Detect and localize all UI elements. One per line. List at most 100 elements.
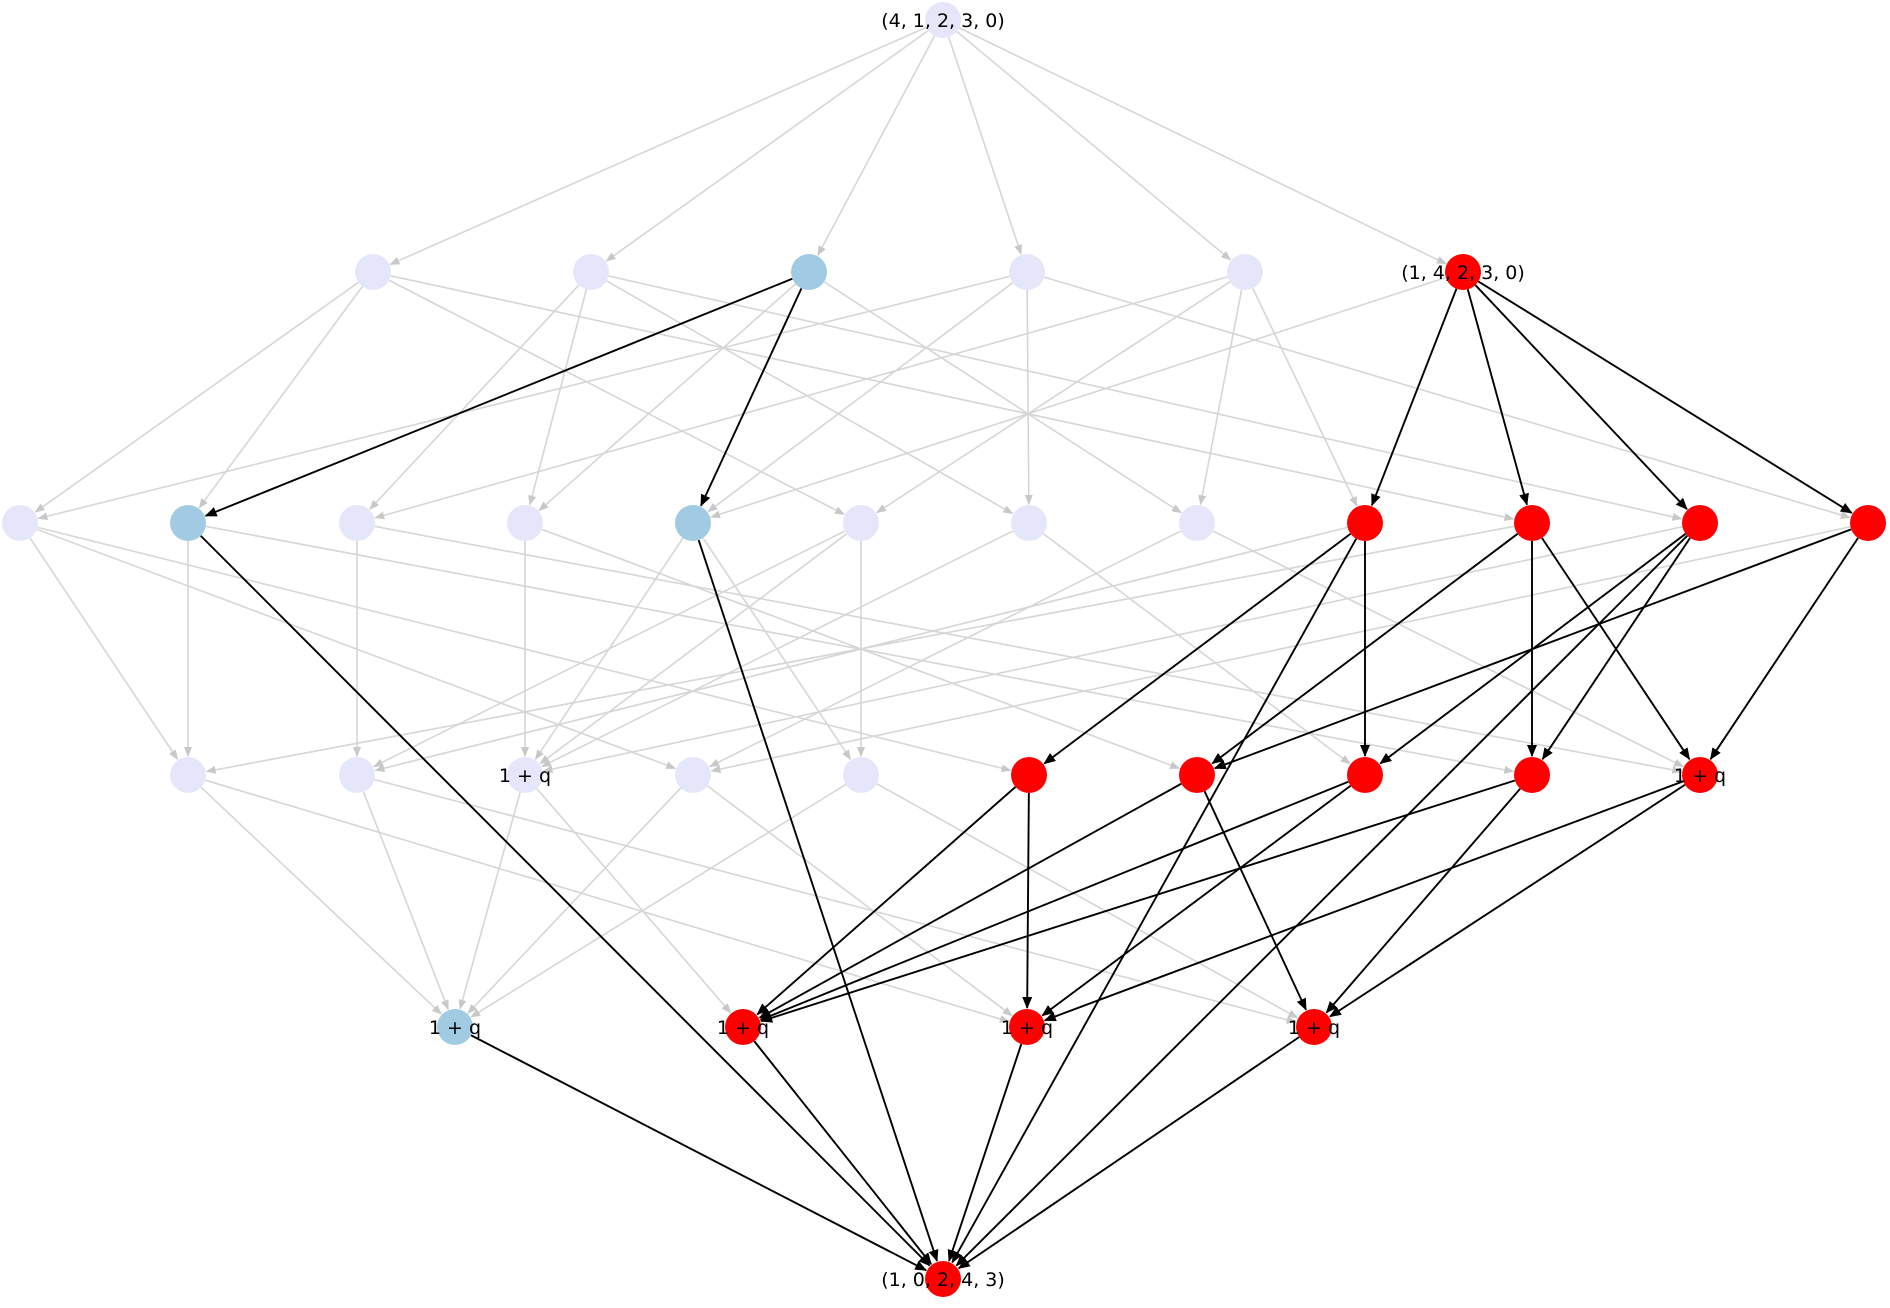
edge-c6-d3 — [539, 533, 848, 765]
node-d10 — [1682, 757, 1718, 793]
edge-b3-c2 — [204, 277, 793, 517]
node-label-e3: 1 + q — [1001, 1017, 1053, 1039]
node-b1 — [355, 254, 391, 290]
edge-d2-e4 — [374, 778, 1297, 1024]
edge-c9-d6 — [1043, 533, 1352, 765]
node-d3 — [507, 757, 543, 793]
edge-c5-bot — [697, 539, 939, 1262]
edge-c8-d4 — [709, 530, 1182, 768]
edge-b6-c12 — [1477, 280, 1853, 514]
edge-top-b6 — [958, 27, 1447, 265]
edge-d3-e1 — [458, 792, 521, 1010]
node-d7 — [1179, 757, 1215, 793]
edge-e3-bot — [947, 1043, 1023, 1262]
node-c3 — [339, 505, 375, 541]
edge-d8-e2 — [759, 780, 1349, 1021]
faded-edges — [29, 26, 1851, 1024]
edge-b4-c5 — [707, 282, 1014, 513]
edge-c2-bot — [200, 535, 931, 1267]
edge-b3-c4 — [538, 283, 797, 512]
node-e2 — [725, 1009, 761, 1045]
edge-c10-d1 — [205, 525, 1515, 774]
edge-b6-c11 — [1474, 284, 1688, 510]
node-label-d3: 1 + q — [499, 765, 551, 787]
edge-c12-d10 — [1709, 537, 1859, 761]
edge-d6-e3 — [1022, 792, 1033, 1010]
edge-e4-bot — [957, 1036, 1300, 1270]
edge-c9-bot — [951, 538, 1358, 1264]
node-d8 — [1347, 757, 1383, 793]
edge-d1-e1 — [200, 786, 442, 1015]
edge-c3-d10 — [374, 525, 1683, 774]
edge-c1-d4 — [36, 528, 677, 770]
edge-c7-d3 — [541, 530, 1014, 768]
edge-b1-c6 — [388, 279, 845, 516]
node-c5 — [675, 505, 711, 541]
edge-c11-d3 — [542, 525, 1683, 774]
node-b2 — [573, 254, 609, 290]
node-d6 — [1011, 757, 1047, 793]
edge-d5-e1 — [470, 783, 847, 1018]
edge-d4-e3 — [706, 785, 1013, 1017]
edge-top-b4 — [947, 36, 1022, 255]
edge-d9-e4 — [1325, 787, 1521, 1014]
edge-c12-d4 — [710, 525, 1851, 774]
node-e3 — [1009, 1009, 1045, 1045]
edge-b6-c10 — [1466, 289, 1529, 506]
edge-b4-c1 — [37, 275, 1010, 521]
edge-d4-e1 — [467, 787, 682, 1014]
edge-b4-c12 — [1044, 276, 1851, 519]
edge-top-b1 — [389, 26, 927, 266]
node-d1 — [170, 757, 206, 793]
edge-d10-e4 — [1329, 784, 1686, 1018]
edge-b1-c10 — [390, 275, 1515, 521]
node-label-bot: (1, 0, 2, 4, 3) — [881, 1269, 1005, 1291]
edge-top-b2 — [605, 29, 929, 262]
edge-b2-c3 — [369, 284, 580, 510]
node-d2 — [339, 757, 375, 793]
edge-top-b5 — [956, 30, 1232, 261]
node-b5 — [1227, 254, 1263, 290]
edge-b5-c3 — [374, 276, 1228, 520]
node-label-e1: 1 + q — [429, 1017, 481, 1039]
edge-b5-c8 — [1198, 289, 1243, 506]
highlighted-edges — [200, 277, 1859, 1272]
edge-b2-c4 — [528, 289, 588, 506]
node-e1 — [437, 1009, 473, 1045]
node-d5 — [843, 757, 879, 793]
edge-d6-e2 — [756, 786, 1017, 1016]
node-c4 — [507, 505, 543, 541]
node-b4 — [1009, 254, 1045, 290]
node-bot — [925, 1261, 961, 1297]
node-label-top: (4, 1, 2, 3, 0) — [881, 10, 1005, 32]
edge-b3-c5 — [700, 287, 803, 507]
edge-b5-c6 — [876, 281, 1231, 514]
edge-b1-c1 — [34, 281, 359, 513]
node-c6 — [843, 505, 879, 541]
edge-d8-e3 — [1041, 784, 1352, 1017]
edge-d2-e1 — [362, 791, 449, 1011]
edge-c11-bot — [955, 535, 1688, 1267]
edge-c11-d9 — [1541, 537, 1691, 761]
edge-b3-c8 — [823, 281, 1182, 514]
edge-b6-c5 — [710, 276, 1447, 519]
node-label-e2: 1 + q — [717, 1017, 769, 1039]
edge-d5-e4 — [876, 783, 1299, 1019]
node-b3 — [791, 254, 827, 290]
edge-b6-c9 — [1371, 288, 1458, 507]
node-label-d10: 1 + q — [1674, 765, 1726, 787]
edge-c12-d7 — [1213, 528, 1852, 770]
node-c10 — [1514, 505, 1550, 541]
edge-c1-d6 — [37, 526, 1012, 773]
node-c11 — [1682, 505, 1718, 541]
node-d4 — [675, 757, 711, 793]
edge-top-b3 — [817, 35, 936, 257]
node-b6 — [1445, 254, 1481, 290]
edge-c6-d2 — [373, 530, 846, 768]
edge-b4-c7 — [1024, 289, 1033, 506]
node-c1 — [2, 505, 38, 541]
node-c7 — [1011, 505, 1047, 541]
edge-d1-e3 — [205, 779, 1010, 1023]
